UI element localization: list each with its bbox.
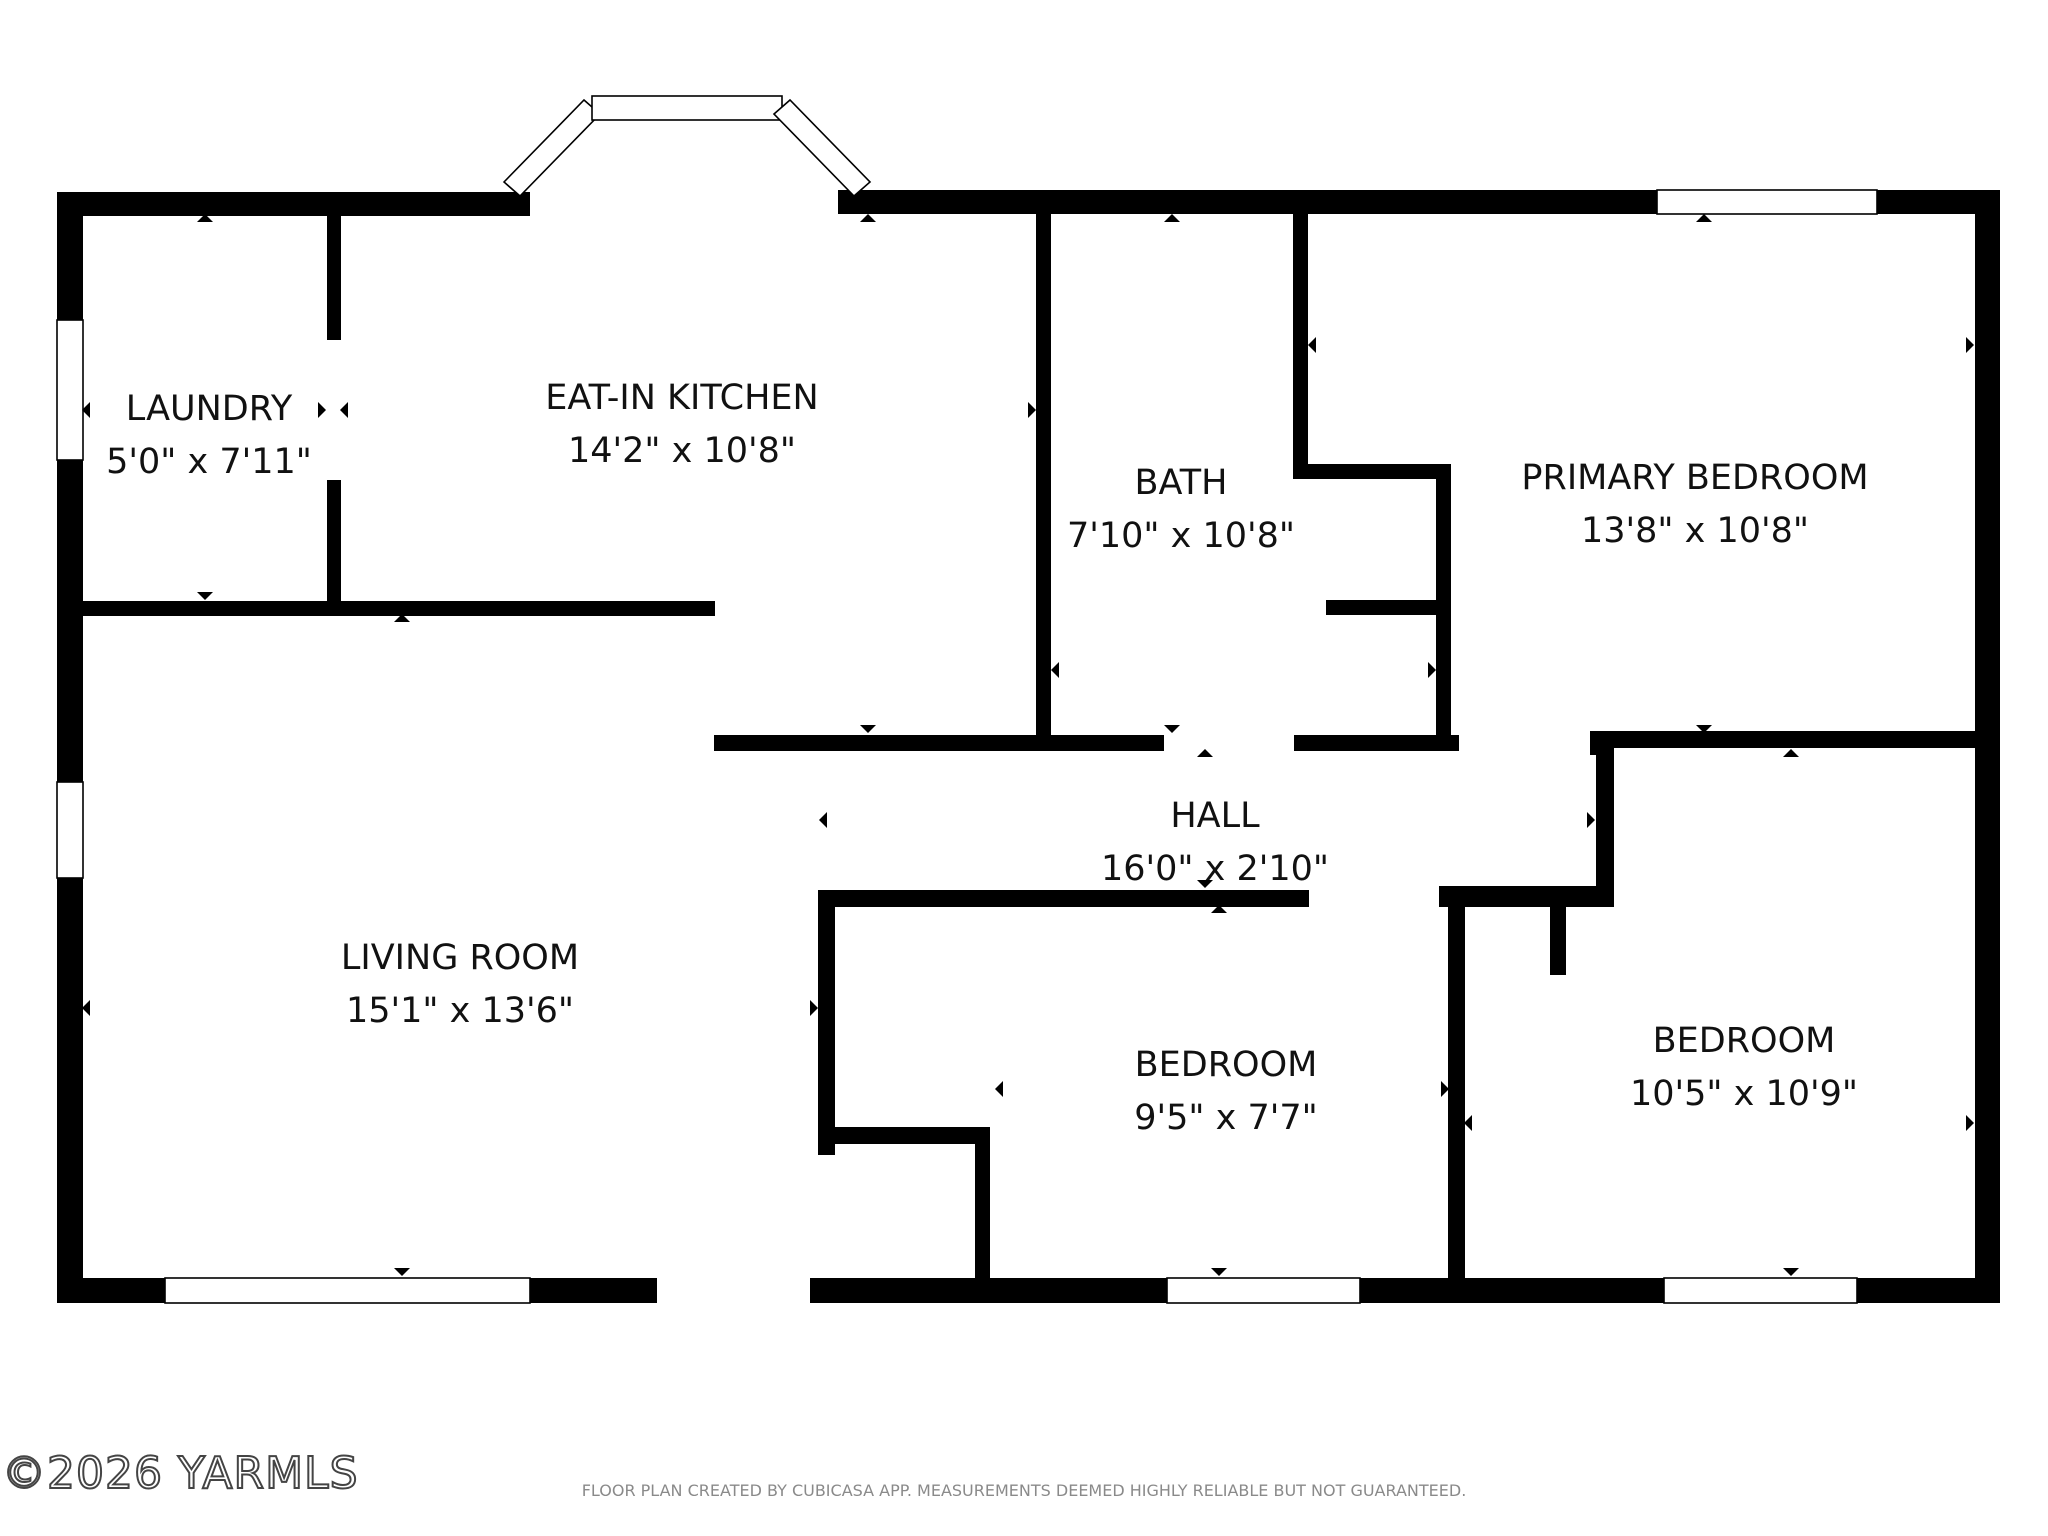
arrow (1051, 662, 1059, 678)
laundry-size: 5'0" x 7'11" (106, 442, 312, 482)
kitchen-size: 14'2" x 10'8" (568, 431, 796, 471)
arrow (197, 214, 213, 222)
wall-kitchen-bath (1036, 210, 1051, 750)
window-living-bottom (164, 1277, 531, 1304)
bay-window-right (772, 98, 872, 198)
wall-bath-closet-right (1436, 464, 1451, 751)
bay-window-left (502, 98, 602, 198)
wall-primary-hall (1590, 731, 2000, 748)
arrow (1464, 1115, 1472, 1131)
wall-hall-bottom-left (819, 890, 1309, 907)
windows (56, 95, 1878, 1304)
arrow (1966, 337, 1974, 353)
arrow (1966, 1115, 1974, 1131)
window-living-left (56, 781, 84, 879)
window-laundry-left (56, 319, 84, 461)
wall-left-lower (57, 878, 83, 1303)
arrow (318, 402, 326, 418)
window-primary-top (1656, 189, 1878, 215)
watermark: ©2026 YARMLS (1, 1447, 359, 1500)
window-bedroom-bottom (1166, 1277, 1361, 1304)
bay-wall-right (838, 190, 872, 214)
living-room-size: 15'1" x 13'6" (346, 991, 574, 1031)
primary-bedroom-size: 13'8" x 10'8" (1581, 511, 1809, 551)
walls (57, 190, 2000, 1303)
arrow (197, 592, 213, 600)
room-labels: LAUNDRY 5'0" x 7'11" EAT-IN KITCHEN 14'2… (106, 378, 1868, 1138)
bay-wall-left (496, 192, 530, 216)
arrow (1164, 214, 1180, 222)
wall-laundry-right-upper (327, 210, 341, 340)
bath-size: 7'10" x 10'8" (1067, 516, 1295, 556)
arrow (82, 1000, 90, 1016)
wall-hall-right-jog (1596, 748, 1614, 898)
arrow (1441, 1081, 1449, 1097)
arrow (1428, 662, 1436, 678)
dimension-arrows (82, 214, 1974, 1276)
wall-bath-hall (1294, 735, 1459, 751)
arrow (1211, 1268, 1227, 1276)
disclaimer: FLOOR PLAN CREATED BY CUBICASA APP. MEAS… (581, 1481, 1467, 1500)
wall-bath-closet-shelf (1326, 600, 1438, 615)
arrow (1211, 905, 1227, 913)
bedroom-right-name: BEDROOM (1653, 1021, 1836, 1061)
wall-left-mid (57, 460, 83, 782)
arrow (1028, 402, 1036, 418)
wall-laundry-right-lower (327, 480, 341, 610)
wall-top-left (57, 192, 530, 216)
bath-name: BATH (1135, 463, 1228, 503)
arrow (82, 402, 90, 418)
arrow (1587, 812, 1595, 828)
kitchen-name: EAT-IN KITCHEN (545, 378, 818, 418)
wall-closet-right (975, 1127, 990, 1297)
living-room-name: LIVING ROOM (341, 938, 579, 978)
wall-bath-primary-upper (1293, 210, 1308, 472)
wall-bedroom-divider (1448, 900, 1465, 1280)
bedroom-center-name: BEDROOM (1135, 1045, 1318, 1085)
wall-bedroom-stub (1550, 900, 1566, 975)
arrow (1783, 1268, 1799, 1276)
arrow (1197, 880, 1213, 888)
arrow (1783, 749, 1799, 757)
arrow (860, 214, 876, 222)
arrow (394, 614, 410, 622)
wall-closet-top (835, 1127, 990, 1144)
wall-bath-closet-top (1293, 464, 1450, 479)
arrow (1197, 749, 1213, 757)
arrow (995, 1081, 1003, 1097)
laundry-name: LAUNDRY (126, 389, 293, 429)
wall-living-right (818, 890, 835, 1155)
hall-size: 16'0" x 2'10" (1101, 849, 1329, 889)
window-bedroom-right-bottom (1663, 1277, 1858, 1304)
primary-bedroom-name: PRIMARY BEDROOM (1521, 458, 1868, 498)
arrow (819, 812, 827, 828)
hall-name: HALL (1170, 796, 1260, 836)
bedroom-right-size: 10'5" x 10'9" (1630, 1074, 1858, 1114)
arrow (340, 402, 348, 418)
wall-hall-bottom-right (1439, 886, 1614, 907)
wall-kitchen-hall (714, 735, 1164, 751)
arrow (1696, 725, 1712, 733)
arrow (1164, 725, 1180, 733)
arrow (810, 1000, 818, 1016)
bay-window-center (591, 95, 783, 121)
wall-left-upper (57, 192, 83, 320)
arrow (1308, 337, 1316, 353)
arrow (394, 1268, 410, 1276)
wall-laundry-living (83, 601, 715, 616)
arrow (860, 725, 876, 733)
bedroom-center-size: 9'5" x 7'7" (1134, 1098, 1317, 1138)
arrow (1696, 214, 1712, 222)
